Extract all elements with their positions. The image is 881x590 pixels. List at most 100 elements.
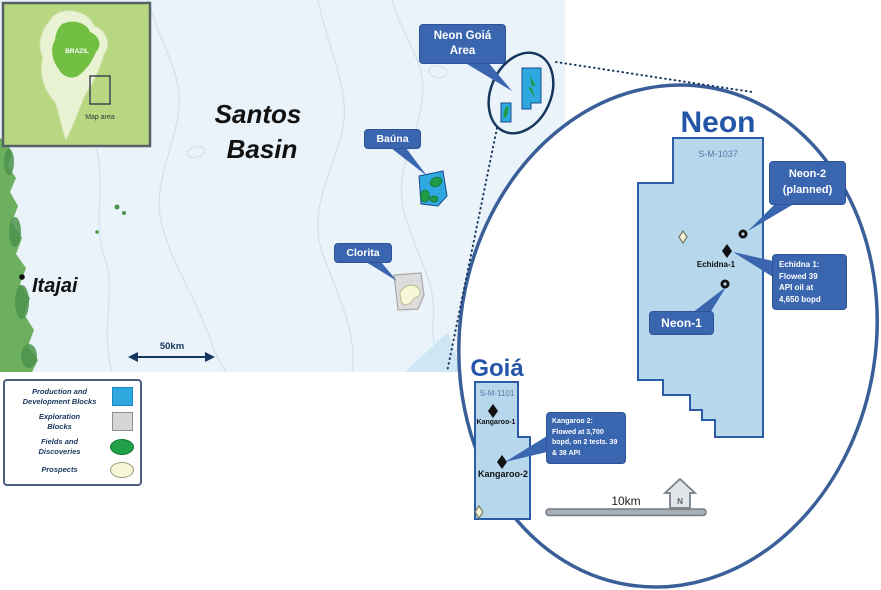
bauna-callout-pointer xyxy=(391,148,427,176)
neon2-callout-line2: (planned) xyxy=(782,183,833,196)
land-texture xyxy=(21,344,37,368)
itajai-city-dot xyxy=(19,274,25,280)
echidna-callout-pointer xyxy=(733,252,773,277)
neon2-callout-pointer xyxy=(748,205,792,231)
legend-label-line: Fields and xyxy=(40,437,79,447)
land-texture xyxy=(9,217,21,247)
bauna-discovery xyxy=(420,189,430,203)
land-shape xyxy=(0,138,38,372)
map-area-rect xyxy=(89,75,111,105)
bauna-callout-label: Baúna xyxy=(376,133,409,145)
legend-item-prospects: Prospects xyxy=(10,461,135,478)
island xyxy=(114,204,120,210)
neon-goia-callout-line2: Area xyxy=(449,44,476,57)
neon-goia-callout-line1: Neon Goiá xyxy=(433,30,492,42)
echidna-callout-line2: Flowed 39 xyxy=(779,271,818,281)
legend-swatch-fields-discoveries xyxy=(110,438,134,455)
neon-goia-callout-pointer xyxy=(462,61,512,91)
neon-small-discovery xyxy=(528,76,536,98)
brazil-shape xyxy=(52,21,100,78)
bauna-discovery xyxy=(429,195,439,203)
legend-label-line: Production and xyxy=(32,387,87,397)
kangaroo2-callout-line3: bopd, on 2 tests. 39 xyxy=(552,439,618,446)
neon2-planned-callout: Neon-2 (planned) xyxy=(769,161,846,205)
clorita-callout: Clorita xyxy=(334,243,392,263)
clorita-callout-label: Clorita xyxy=(346,247,380,259)
neon1-callout-label: Neon-1 xyxy=(661,316,702,330)
neon-title: Neon xyxy=(681,106,756,139)
coast-land xyxy=(0,138,126,372)
scale-arrow-left xyxy=(128,352,138,362)
kangaroo2-callout-line2: Flowed at 3,700 xyxy=(552,428,604,436)
legend-swatch-production-blocks xyxy=(111,387,133,407)
neon2-well-symbol-center xyxy=(741,232,745,236)
legend-label-line: Exploration xyxy=(38,412,81,422)
neon2-callout-line1: Neon-2 xyxy=(788,168,827,180)
prospect-symbol xyxy=(678,229,688,245)
prospect-symbol xyxy=(474,504,484,520)
land-texture xyxy=(4,149,14,175)
neon1-well-symbol-center xyxy=(723,282,727,286)
neon-block-id: S-M-1037 xyxy=(698,149,738,159)
legend-label-line: Blocks xyxy=(47,421,72,431)
goia-small-discovery xyxy=(503,106,509,118)
north-label: N xyxy=(677,497,683,506)
island xyxy=(95,230,99,234)
bathymetry-contours xyxy=(95,0,448,373)
echidna-callout-line4: 4,650 bopd xyxy=(779,294,821,304)
legend-item-exploration-blocks: Exploration Blocks xyxy=(10,412,135,432)
wells xyxy=(474,229,748,520)
neon-goia-area-callout: Neon Goiá Area xyxy=(419,24,506,64)
zoom-connector-lines xyxy=(446,61,753,373)
clorita-callout-pointer xyxy=(366,262,397,281)
echidna-result-callout: Echidna 1: Flowed 39 API oil at 4,650 bo… xyxy=(772,254,847,311)
legend-item-production-blocks: Production and Development Blocks xyxy=(10,387,135,407)
bauna-field xyxy=(418,170,448,207)
legend-swatch-exploration-blocks xyxy=(111,412,133,432)
island xyxy=(122,211,126,215)
basin-title-line2: Basin xyxy=(227,134,298,164)
neon-goia-small-blocks xyxy=(500,67,542,123)
clorita-prospect xyxy=(399,284,421,306)
legend-label-line: Discoveries xyxy=(38,446,81,456)
neon1-callout-pointer xyxy=(692,287,726,313)
echidna-well-label: Echidna-1 xyxy=(697,260,736,269)
bauna-discovery xyxy=(429,176,443,188)
neon1-callout: Neon-1 xyxy=(649,311,714,335)
brazil-label: BRAZIL xyxy=(65,48,89,55)
inset-locator-map: BRAZIL Map area xyxy=(1,1,152,148)
legend-swatch-prospects xyxy=(110,461,134,478)
echidna-well-symbol xyxy=(722,244,732,258)
area-highlight-ellipse xyxy=(487,51,555,135)
clorita-block-group xyxy=(393,272,425,311)
detail-scale-bar: 10km xyxy=(545,494,707,517)
north-arrow-icon: N xyxy=(662,477,698,509)
itajai-label: Itajai xyxy=(32,275,78,297)
map-legend: Production and Development Blocks Explor… xyxy=(3,379,142,486)
bauna-callout: Baúna xyxy=(364,129,421,149)
goia-block xyxy=(474,381,531,520)
kangaroo2-result-callout: Kangaroo 2: Flowed at 3,700 bopd, on 2 t… xyxy=(546,412,626,464)
deep-water-shade xyxy=(405,332,462,372)
land-texture xyxy=(15,285,29,319)
legend-label-line: Development Blocks xyxy=(22,396,97,406)
kangaroo2-callout-line4: & 38 API xyxy=(552,449,581,457)
goia-title: Goiá xyxy=(470,355,524,382)
scale-arrow-right xyxy=(205,352,215,362)
map-area-label: Map area xyxy=(85,114,115,121)
echidna-callout-line3: API oil at xyxy=(779,283,814,293)
detail-scale-label: 10km xyxy=(611,494,640,508)
kangaroo1-well-symbol xyxy=(488,404,498,418)
kangaroo2-well-label: Kangaroo-2 xyxy=(478,469,528,479)
legend-label-line: Prospects xyxy=(41,465,78,475)
neon-block xyxy=(637,137,764,438)
legend-item-fields-discoveries: Fields and Discoveries xyxy=(10,437,135,456)
kangaroo2-callout-pointer xyxy=(505,436,547,462)
kangaroo2-well-symbol xyxy=(497,455,507,469)
regional-scale-label: 50km xyxy=(160,341,184,352)
kangaroo1-well-label: Kangaroo-1 xyxy=(477,419,516,426)
kangaroo2-callout-line1: Kangaroo 2: xyxy=(552,418,593,425)
callout-pointers xyxy=(366,61,792,462)
